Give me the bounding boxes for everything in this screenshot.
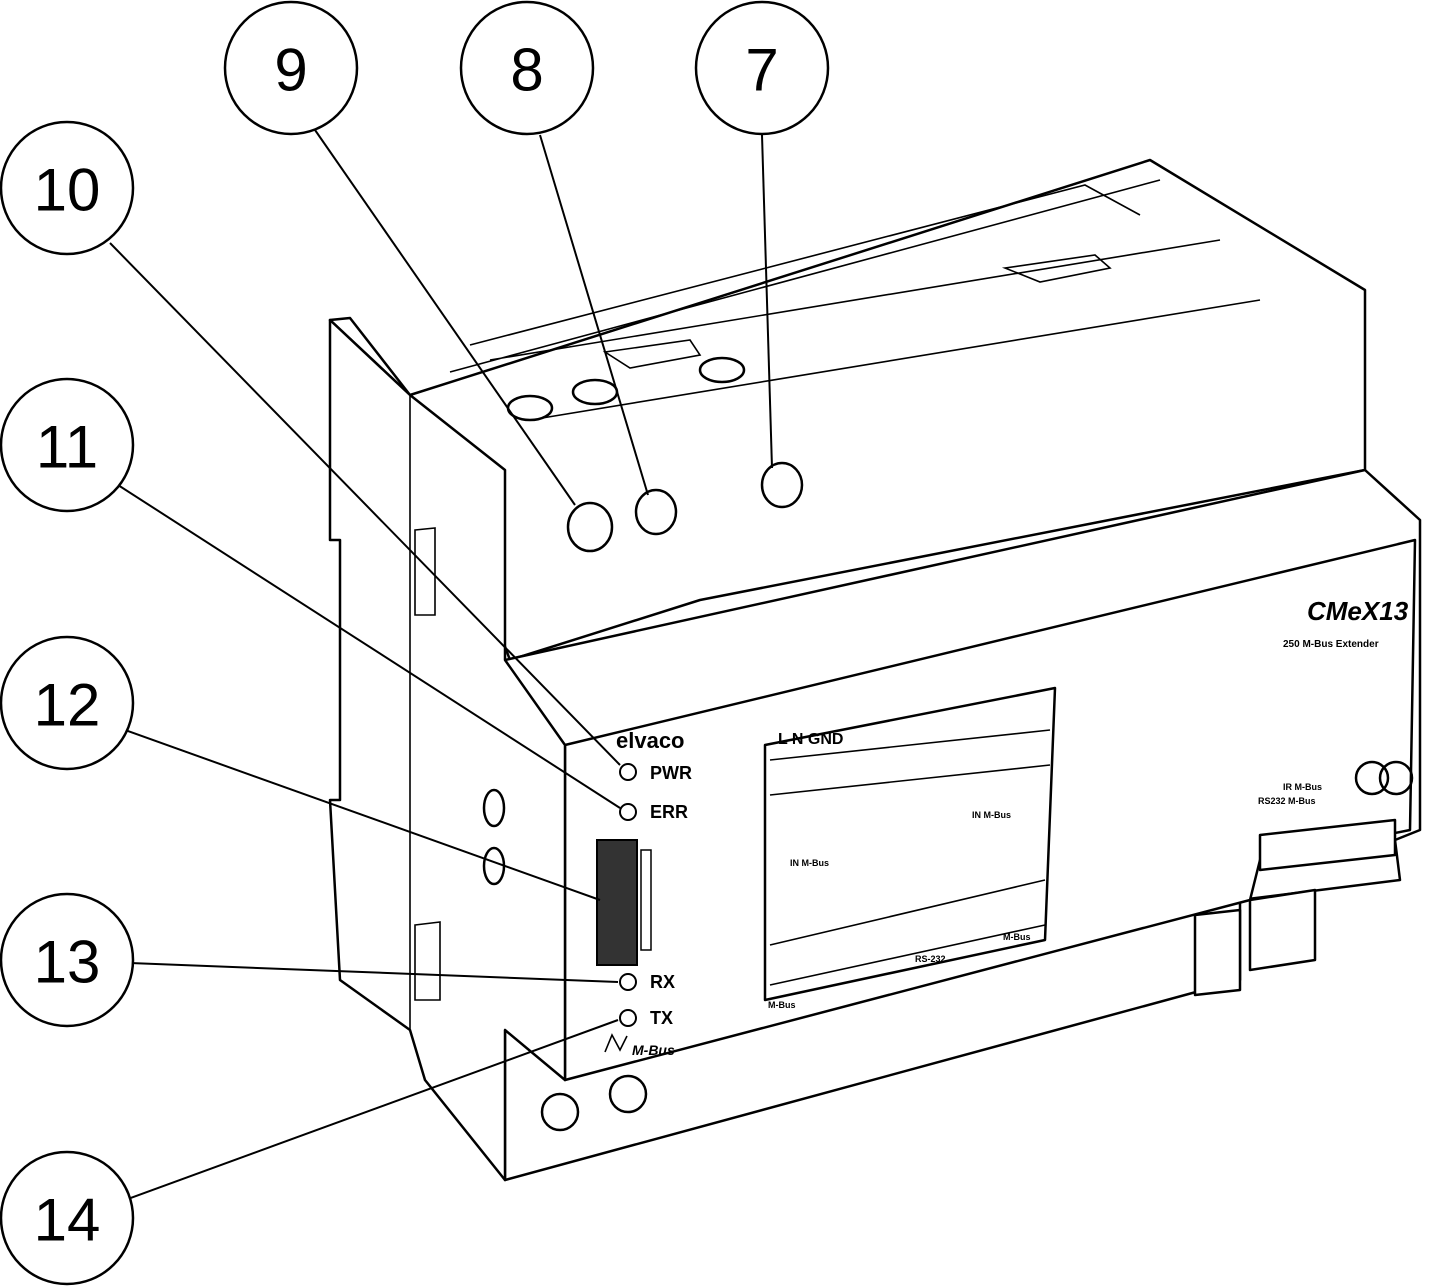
model-subtitle: 250 M-Bus Extender [1283,639,1379,650]
right-label-1: IR M-Bus [1283,782,1322,792]
top-ridge-lines [409,159,1261,421]
callout-9: 9 [223,0,359,136]
model-label: CMeX13 [1307,596,1409,626]
right-connector [1193,818,1397,997]
leader-lines [109,129,773,1201]
callout-14: 14 [0,1150,135,1286]
device-labels: elvaco PWR ERR RX TX M-Bus CMeX13 250 M-… [616,596,1409,1058]
terminal-label-bottom-right: M-Bus [1003,932,1031,942]
screw-hole-8 [634,488,678,536]
leader-13 [129,962,619,983]
side-hole-upper [482,788,506,828]
terminal-window-lines [769,729,1051,986]
led-label-rx: RX [650,972,675,992]
callout-7: 7 [694,0,830,136]
callout-7-label: 7 [745,37,778,104]
led-rx [619,973,637,991]
leader-8 [539,134,649,496]
top-slot-3 [698,356,746,384]
callout-11-label: 11 [36,414,98,481]
led-label-err: ERR [650,802,688,822]
leader-9 [314,129,576,506]
ce-mark-c-icon [1354,760,1390,796]
terminal-label-power: L N GND [778,731,843,748]
callout-8: 8 [459,0,595,136]
callout-14-label: 14 [34,1187,101,1254]
side-hole-lower [482,846,506,886]
led-bar-scale [640,849,652,951]
right-label-2: RS232 M-Bus [1258,796,1316,806]
led-label-pwr: PWR [650,763,692,783]
callout-10-label: 10 [34,157,101,224]
leader-14 [124,1019,619,1201]
terminal-label-bottom-left: M-Bus [768,1000,796,1010]
callout-9-label: 9 [274,37,307,104]
callout-12: 12 [0,635,135,771]
terminal-window [763,686,1057,1002]
leader-11 [117,484,621,809]
leader-7 [761,134,773,469]
terminal-label-out-right: IN M-Bus [972,810,1011,820]
screw-hole-7 [760,461,804,509]
led-pwr [619,763,637,781]
mbus-wave-icon [604,1033,628,1053]
device-body [328,158,1422,1182]
callout-13: 13 [0,892,135,1028]
mbus-logo-label: M-Bus [632,1042,675,1058]
callout-8-label: 8 [510,37,543,104]
ce-mark-e-icon [1378,760,1414,796]
screw-hole-9 [566,501,614,553]
top-slot-2 [571,378,619,406]
terminal-label-in-left: IN M-Bus [790,858,829,868]
bottom-hole-right [608,1074,648,1114]
left-side-profile [328,318,567,1182]
leader-12 [124,729,601,901]
leader-10 [109,242,621,766]
led-tx [619,1009,637,1027]
callout-13-label: 13 [34,929,101,996]
led-bar-graph [596,839,638,966]
led-err [619,803,637,821]
callout-11: 11 [0,377,135,513]
callout-10: 10 [0,120,135,256]
led-label-tx: TX [650,1008,673,1028]
terminal-label-bottom-mid: RS-232 [915,954,946,964]
bottom-hole-left [540,1092,580,1132]
brand-label: elvaco [616,728,685,753]
callout-12-label: 12 [34,672,101,739]
